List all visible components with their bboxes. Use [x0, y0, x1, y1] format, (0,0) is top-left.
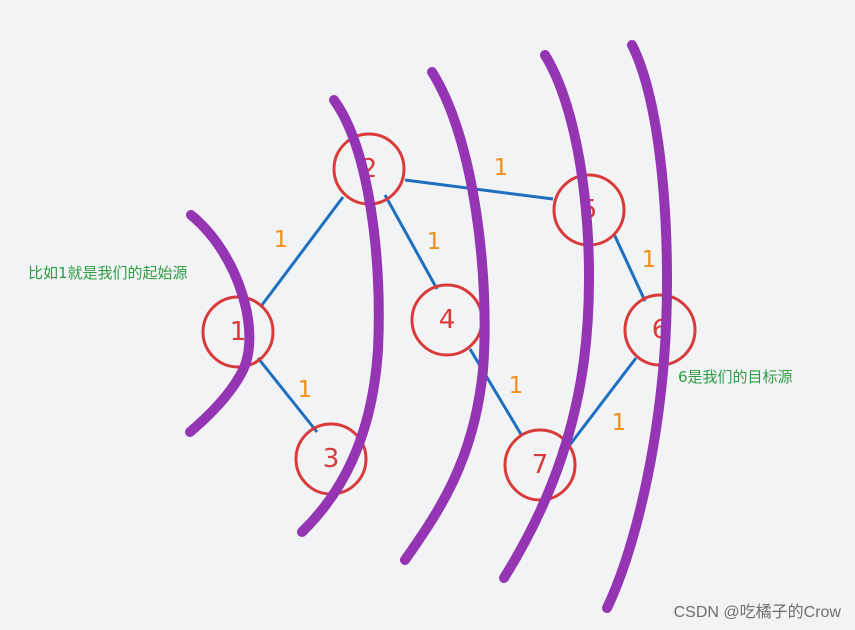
layer-curve-group: [185, 40, 672, 613]
weight-7-6: 1: [612, 410, 627, 436]
weight-4-7: 1: [509, 373, 524, 399]
watermark: CSDN @吃橘子的Crow: [674, 603, 842, 621]
edge-2-4: [383, 194, 439, 290]
layer-curve-3: [400, 67, 490, 565]
source-note: 比如1就是我们的起始源: [28, 264, 188, 282]
weight-1-3: 1: [298, 377, 313, 403]
edge-7-6: [567, 357, 638, 447]
edge-5-6: [612, 233, 647, 302]
weight-5-6: 1: [642, 247, 657, 273]
layer-curve-5: [602, 40, 672, 613]
weight-2-5: 1: [494, 155, 509, 181]
node-4: 4: [410, 283, 484, 357]
layer-curve-1: [185, 210, 255, 437]
layer-curve-2: [297, 95, 384, 537]
weight-2-4: 1: [427, 229, 442, 255]
edge-1-3: [256, 357, 319, 433]
layer-curve-4: [499, 50, 594, 583]
edge-2-5: [404, 178, 554, 201]
target-note: 6是我们的目标源: [678, 368, 793, 386]
weight-group: 1 1 1 1 1 1 1: [274, 155, 657, 436]
node-7-label: 7: [532, 450, 549, 480]
edge-1-2: [260, 196, 345, 306]
node-3-label: 3: [323, 444, 340, 474]
node-1: 1: [201, 295, 275, 369]
node-1-label: 1: [230, 317, 247, 347]
node-group: 1 2 3 4 5 6 7: [201, 132, 697, 502]
node-4-label: 4: [439, 305, 456, 335]
weight-1-2: 1: [274, 227, 289, 253]
